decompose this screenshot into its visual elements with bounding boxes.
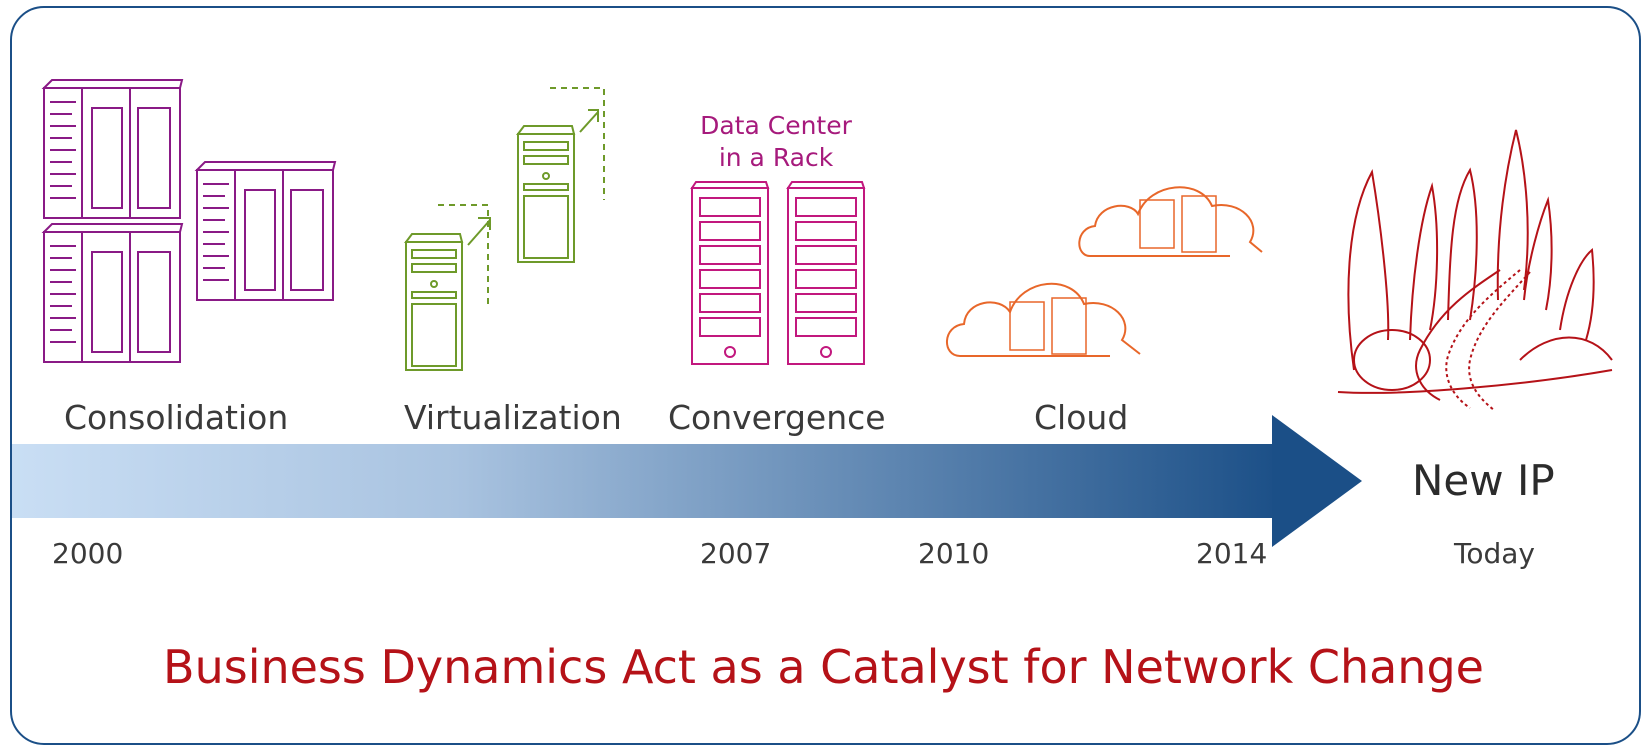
- stage-label-virtualization: Virtualization: [404, 398, 622, 437]
- data-center-label-line2: in a Rack: [718, 143, 834, 172]
- year-2000: 2000: [52, 537, 124, 570]
- cloud-icon: [946, 186, 1263, 357]
- slide-headline: Business Dynamics Act as a Catalyst for …: [163, 640, 1484, 694]
- slide-frame: [10, 6, 1641, 745]
- virtualization-servers-icon: [404, 87, 605, 371]
- stage-label-consolidation: Consolidation: [64, 398, 289, 437]
- stage-label-cloud: Cloud: [1034, 398, 1129, 437]
- year-2007: 2007: [700, 537, 772, 570]
- timeline-arrow: [12, 415, 1362, 547]
- year-today: Today: [1454, 537, 1535, 570]
- data-center-label-line1: Data Center: [700, 111, 852, 140]
- data-center-in-a-rack-label: Data Center in a Rack: [676, 110, 876, 174]
- stage-label-convergence: Convergence: [668, 398, 886, 437]
- year-2014: 2014: [1196, 537, 1268, 570]
- consolidation-servers-icon: [41, 79, 337, 363]
- convergence-racks-icon: [690, 181, 866, 365]
- city-skyline-icon: [1337, 129, 1613, 411]
- year-2010: 2010: [918, 537, 990, 570]
- stage-label-new-ip: New IP: [1412, 456, 1555, 505]
